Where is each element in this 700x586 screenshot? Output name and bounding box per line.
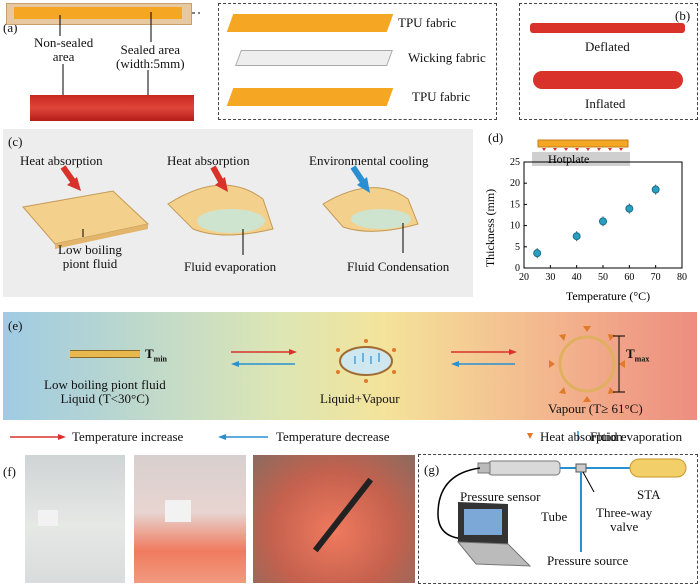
deflated-photo [530,23,685,33]
legend-heat-absorption: Heat absorption [540,429,623,444]
inset-fabric [537,139,629,148]
data-point [599,217,607,226]
panel-e-label: (e) [8,318,23,333]
legend-temp-increase: Temperature increase [72,429,184,444]
inset-heat-arrow [564,148,568,151]
panel-b-label: (b) [675,8,691,23]
tube-label: Tube [541,509,568,524]
layer-tpu-bottom [226,88,394,106]
step3-title: Environmental cooling [309,153,429,168]
x-tick-label: 70 [651,272,661,283]
beaker-photo-2-label [165,500,191,522]
inflated-photo [533,71,683,89]
y-tick-label: 20 [510,178,520,189]
valve-label: Three-way valve [596,505,653,535]
sta-body [629,458,687,478]
pouch-photo [30,95,194,121]
step3-note: Fluid Condensation [347,259,450,274]
panel-g-box [418,454,698,584]
inset-heat-arrow [553,148,557,151]
legend-fluid-evaporation: Fluid evaporation [590,429,683,444]
sealed-label: Sealed area (width:5mm) [116,42,185,72]
step2-note: Fluid evaporation [184,259,277,274]
panel-d-label: (d) [488,130,504,145]
y-axis-label: Thickness (mm) [483,189,497,267]
x-tick-label: 40 [572,272,582,283]
inset-heat-arrow [586,148,590,151]
step2-title: Heat absorption [167,153,250,168]
data-point [533,249,542,258]
panel-c-label: (c) [8,134,23,149]
inset-heat-arrows [542,148,623,151]
panel-b-box [519,3,698,120]
x-tick-label: 50 [598,272,608,283]
inset-hotplate-label: Hotplate [548,152,589,166]
layer-tpu-top [226,14,394,32]
inset-heat-arrow [575,148,579,151]
inflated-label: Inflated [585,96,626,111]
tmin-marker: Tmin [145,346,168,364]
pressure-sensor-body [487,460,561,476]
non-sealed-label: Non-sealed area [34,35,94,65]
inset-heat-arrow [608,148,612,151]
three-way-valve [575,463,587,473]
inset-heat-arrow [597,148,601,151]
data-point [625,204,634,213]
layer-wicking [235,50,393,66]
y-tick-label: 5 [515,242,520,253]
data-point [651,185,660,194]
pressure-source-label: Pressure source [547,553,629,568]
sta-label: STA [637,487,661,502]
state2-label: Liquid+Vapour [320,391,400,406]
x-tick-label: 20 [519,272,529,283]
legend-temp-decrease: Temperature decrease [276,429,390,444]
pressure-sensor-label: Pressure sensor [460,489,541,504]
x-tick-label: 30 [545,272,555,283]
panel-g-label: (g) [424,462,440,477]
panel-e-drawing [231,326,625,402]
layer-tpu-top-label: TPU fabric [398,15,457,30]
thickness-chart: Hotplate 20 30 40 50 60 70 80 0 5 10 15 20 25 Thickn… [483,139,687,303]
plot-frame [523,161,683,269]
state3-label: Vapour (T≥ 61°C) [548,401,643,416]
inset-heat-arrow [542,148,546,151]
y-tick-label: 15 [510,199,520,210]
state1-label: Low boiling piont fluid Liquid (T<30°C) [44,377,166,407]
beaker-photo-1-label [38,510,58,526]
panel-g-drawing [437,458,687,567]
layer-box [218,3,497,120]
pouch-inner-sealed [14,7,182,19]
legend-symbols [10,431,579,441]
step1-fluid-label: Low boiling piont fluid [58,242,122,272]
data-point [572,232,581,241]
x-axis-label: Temperature (°C) [566,289,650,303]
deflated-label: Deflated [585,39,630,54]
tmax-marker: Tmax [626,346,650,364]
layer-tpu-bottom-label: TPU fabric [412,89,471,104]
step1-title: Heat absorption [20,153,103,168]
panel-c-drawing [22,165,419,255]
y-tick-label: 0 [515,263,520,274]
layer-wicking-label: Wicking fabric [408,50,486,65]
y-tick-label: 25 [510,157,520,168]
y-tick-label: 10 [510,221,520,232]
panel-f-label: (f) [3,464,16,479]
x-tick-label: 60 [624,272,634,283]
beaker-photo-3 [253,455,415,583]
x-tick-label: 80 [677,272,687,283]
liquid-layer [70,350,140,358]
inset-heat-arrow [619,148,623,151]
